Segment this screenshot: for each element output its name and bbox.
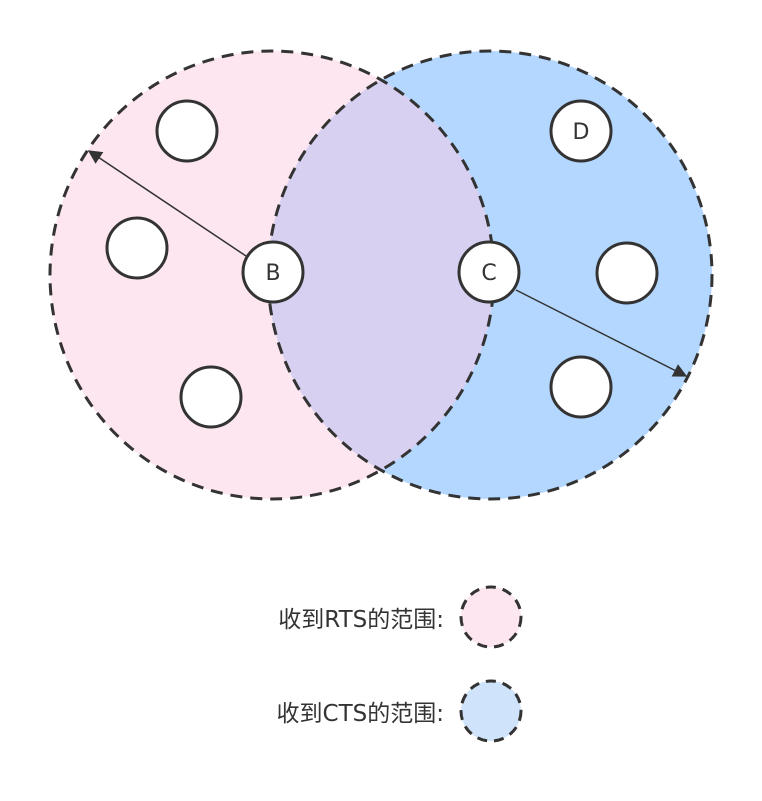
rts-radius-arrow [87, 150, 247, 257]
rts-node-top [155, 99, 219, 163]
cts-node-bottom [549, 355, 613, 419]
node-d: D [549, 99, 613, 163]
legend-rts-label: 收到RTS的范围: [278, 607, 444, 633]
legend-cts-swatch [459, 679, 523, 743]
cts-node-middle [595, 241, 659, 305]
legend: 收到RTS的范围: 收到CTS的范围: [277, 585, 523, 743]
node-b: B [241, 240, 305, 304]
node-b-label: B [265, 261, 280, 286]
legend-rts-swatch [459, 585, 523, 649]
node-c-label: C [481, 261, 496, 286]
rts-node-bottom [179, 365, 243, 429]
node-c: C [457, 240, 521, 304]
cts-radius-arrow [515, 289, 688, 377]
legend-cts-label: 收到CTS的范围: [277, 701, 444, 727]
rts-node-middle [105, 216, 169, 280]
node-d-label: D [573, 120, 590, 145]
